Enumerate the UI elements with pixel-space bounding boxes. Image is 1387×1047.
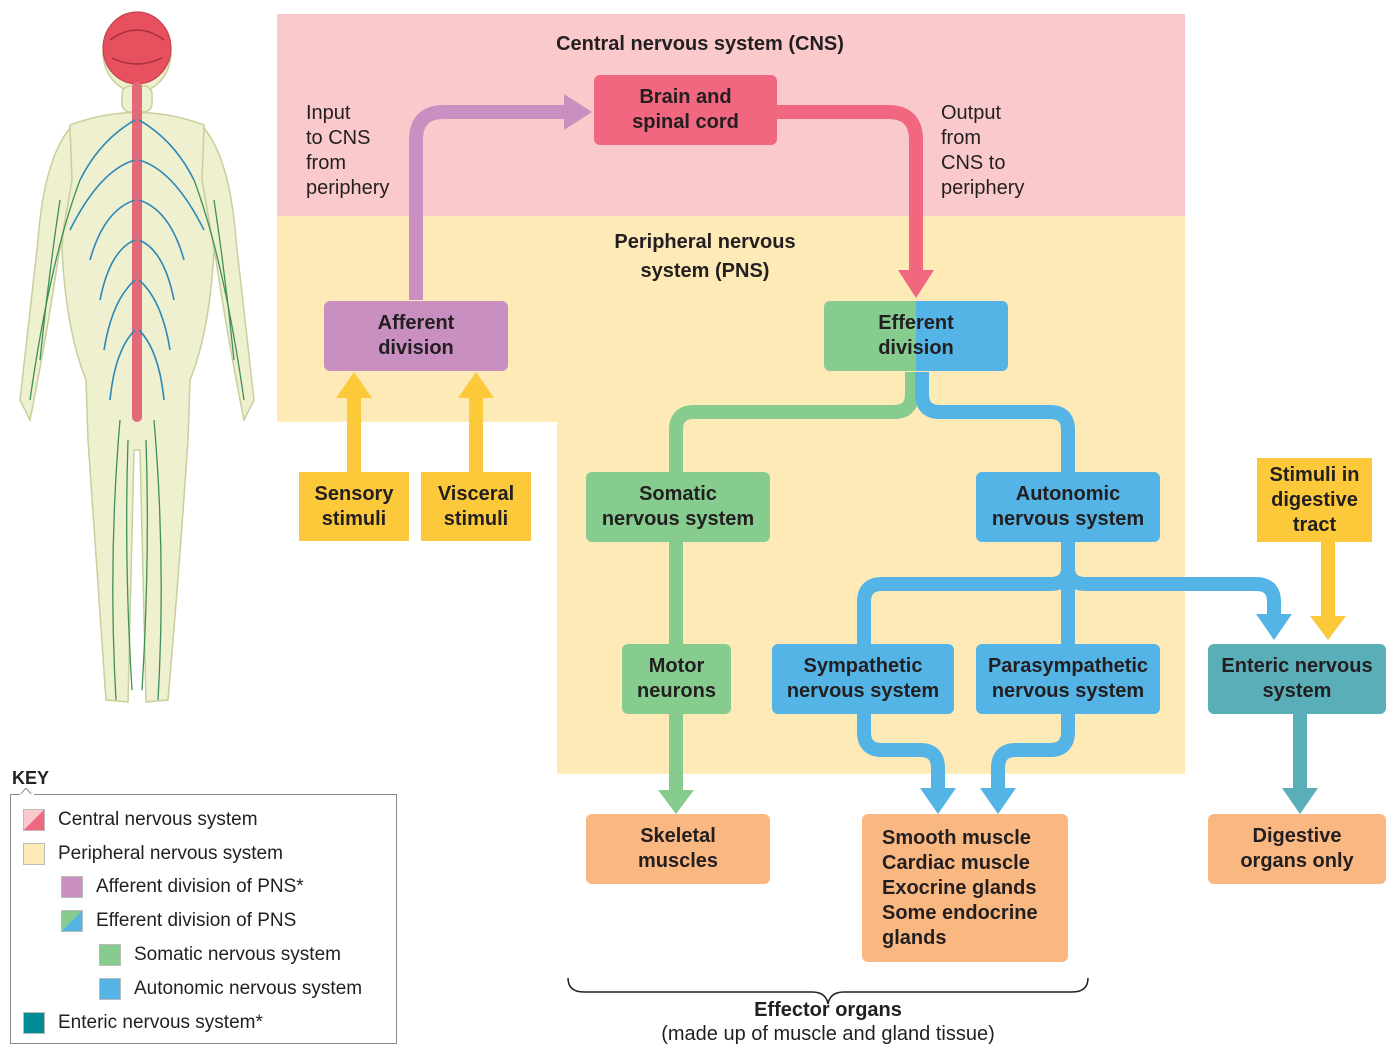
afferent-division-box: Afferent division — [324, 301, 508, 371]
autonomic-nervous-system-box: Autonomic nervous system — [976, 472, 1160, 542]
efferent-to-somatic-path — [669, 372, 919, 472]
efferent-to-autonomic-path — [915, 372, 1075, 472]
output-label: Output from CNS to periphery — [941, 102, 1025, 199]
motor-neurons-box: Motor neurons — [622, 644, 731, 714]
key-label-efferent: Efferent division of PNS — [96, 910, 297, 931]
key-label-cns: Central nervous system — [58, 809, 258, 830]
cns-title: Central nervous system (CNS) — [556, 33, 844, 55]
key-panel — [10, 794, 397, 1044]
efferent-division-box: Efferent division — [824, 301, 1008, 371]
visceral-stimuli-box: Visceral stimuli — [421, 472, 531, 541]
stimuli-digestive-tract-box: Stimuli in digestive tract — [1257, 458, 1372, 542]
human-nervous-system-figure — [19, 11, 255, 703]
enteric-nervous-system-box: Enteric nervous system — [1208, 644, 1386, 714]
sympathetic-nervous-system-box: Sympathetic nervous system — [772, 644, 954, 714]
smooth-muscle-box: Smooth muscle Cardiac muscle Exocrine gl… — [862, 814, 1068, 962]
afferent-to-cns-arrow — [409, 105, 566, 300]
effector-organs-title: Effector organs — [754, 999, 902, 1021]
brain-spinal-cord-box: Brain and spinal cord — [594, 75, 777, 145]
sympathetic-to-smooth-arrow — [857, 712, 945, 790]
key-label-somatic: Somatic nervous system — [134, 944, 341, 965]
key-swatch-efferent — [61, 910, 83, 932]
key-swatch-pns — [23, 843, 45, 865]
pns-title: Peripheral nervous system (PNS) — [614, 231, 796, 282]
autonomic-to-sympathetic-path — [857, 567, 1075, 645]
digestive-organs-box: Digestive organs only — [1208, 814, 1386, 884]
key-label-enteric: Enteric nervous system* — [58, 1012, 263, 1033]
key-title: KEY — [12, 768, 50, 788]
key-pointer — [20, 788, 34, 797]
effector-organs-subtitle: (made up of muscle and gland tissue) — [661, 1023, 995, 1045]
key-swatch-afferent — [61, 876, 83, 898]
key-label-autonomic: Autonomic nervous system — [134, 978, 363, 999]
key-swatch-cns — [23, 809, 45, 831]
key-swatch-somatic — [99, 944, 121, 966]
parasympathetic-to-smooth-arrow — [991, 712, 1075, 790]
parasympathetic-nervous-system-box: Parasympathetic nervous system — [976, 644, 1160, 714]
key-label-pns: Peripheral nervous system — [58, 843, 283, 864]
autonomic-to-enteric-arrow — [1061, 567, 1281, 616]
sensory-stimuli-box: Sensory stimuli — [299, 472, 409, 541]
skeletal-muscles-box: Skeletal muscles — [586, 814, 770, 884]
effector-brace — [567, 977, 1089, 1005]
key-swatch-autonomic — [99, 978, 121, 1000]
key-swatch-enteric — [23, 1012, 45, 1034]
input-label: Input to CNS from periphery — [306, 102, 390, 199]
cns-to-efferent-arrow — [776, 105, 923, 272]
somatic-nervous-system-box: Somatic nervous system — [586, 472, 770, 542]
key-label-afferent: Afferent division of PNS* — [96, 876, 304, 897]
